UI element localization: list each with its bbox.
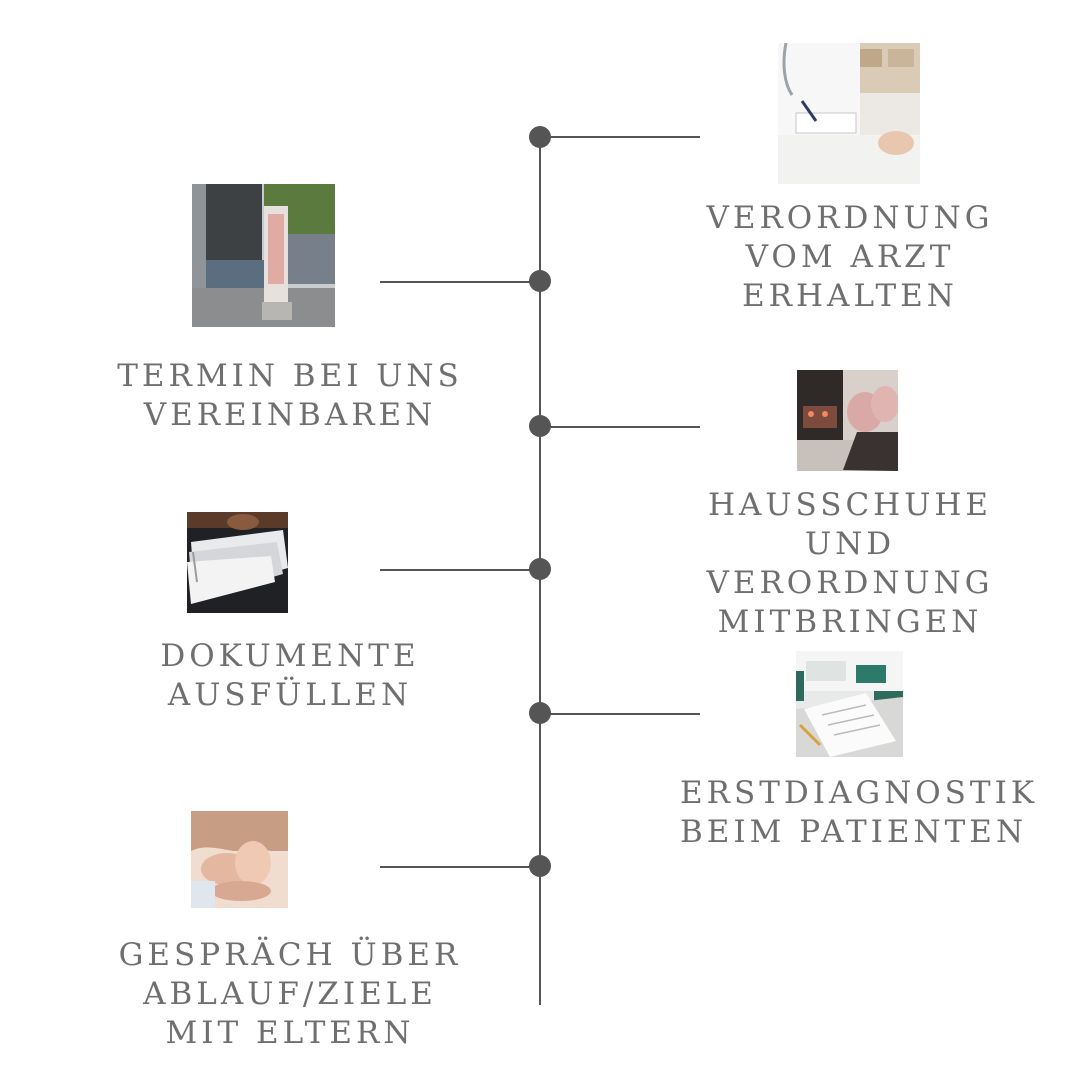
label-line: UND: [804, 526, 896, 562]
label-line: DOKUMENTE: [160, 638, 420, 674]
connector-gespraech: [380, 866, 540, 868]
label-line: TERMIN BEI UNS: [117, 358, 463, 394]
connector-erstdiagnostik: [540, 713, 700, 715]
paper-documents-photo: [187, 512, 288, 613]
step-label-hausschuhe: HAUSSCHUHE UND VERORDNUNG MITBRINGEN: [700, 486, 1000, 642]
connector-hausschuhe: [540, 426, 700, 428]
diagnostic-forms-on-desk-photo: [796, 651, 903, 757]
connector-verordnung: [540, 136, 700, 138]
connector-termin: [380, 281, 540, 283]
label-line: HAUSSCHUHE: [707, 487, 993, 523]
step-label-gespraech: GESPRÄCH ÜBER ABLAUF/ZIELE MIT ELTERN: [60, 936, 520, 1053]
connector-dokumente: [380, 569, 540, 571]
doctor-writing-prescription-photo: [778, 43, 920, 184]
label-line: BEIM PATIENTEN: [680, 814, 1028, 850]
label-line: MITBRINGEN: [717, 604, 983, 640]
pink-slippers-photo: [797, 370, 898, 471]
label-line: VERORDNUNG: [706, 565, 994, 601]
label-line: VERORDNUNG: [706, 200, 994, 236]
timeline-node-gespraech: [529, 855, 551, 877]
label-line: GESPRÄCH ÜBER: [118, 937, 462, 973]
label-line: VOM ARZT: [745, 239, 955, 275]
timeline-node-dokumente: [529, 558, 551, 580]
label-line: VEREINBAREN: [143, 397, 437, 433]
step-label-verordnung: VERORDNUNG VOM ARZT ERHALTEN: [700, 199, 1000, 316]
label-line: ERHALTEN: [742, 278, 958, 314]
timeline-node-termin: [529, 270, 551, 292]
holding-hands-photo: [191, 811, 288, 908]
label-line: MIT ELTERN: [165, 1015, 415, 1051]
label-line: ERSTDIAGNOSTIK: [680, 775, 1038, 811]
practice-building-sign-photo: [192, 184, 335, 327]
label-line: AUSFÜLLEN: [167, 677, 413, 713]
step-label-dokumente: DOKUMENTE AUSFÜLLEN: [60, 637, 520, 715]
step-label-erstdiagnostik: ERSTDIAGNOSTIK BEIM PATIENTEN: [680, 774, 1038, 852]
step-label-termin: TERMIN BEI UNS VEREINBAREN: [60, 357, 520, 435]
label-line: ABLAUF/ZIELE: [143, 976, 437, 1012]
